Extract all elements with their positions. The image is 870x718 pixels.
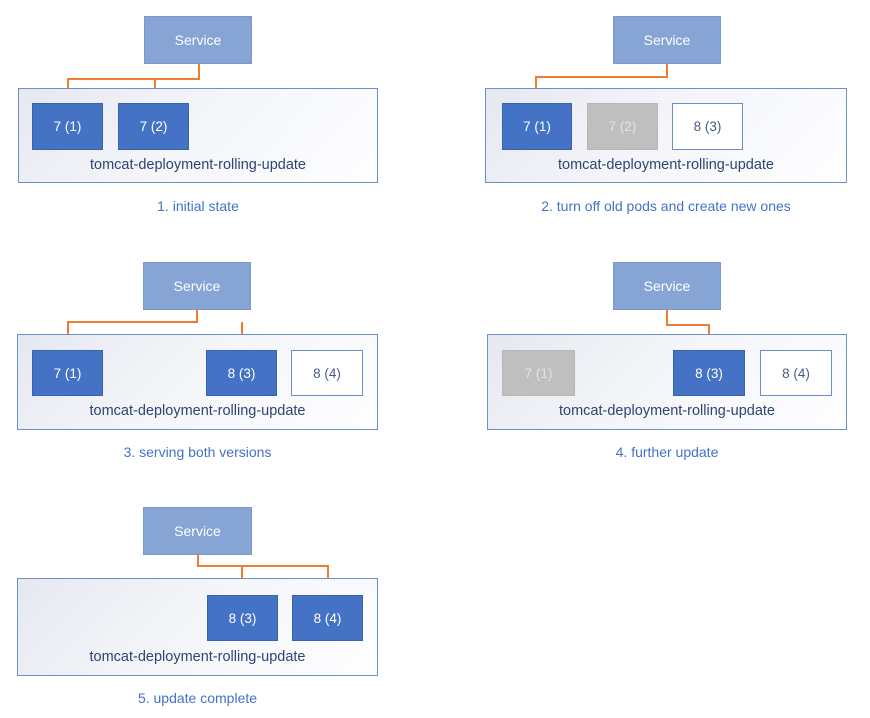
pod: 7 (1) [32, 350, 103, 396]
pod: 8 (4) [291, 350, 363, 396]
panel-caption: 1. initial state [157, 198, 239, 214]
pod: 8 (4) [760, 350, 832, 396]
panel-caption: 3. serving both versions [123, 444, 272, 460]
deployment-label: tomcat-deployment-rolling-update [90, 157, 306, 173]
pod: 7 (1) [502, 350, 575, 396]
pod: 7 (1) [32, 103, 103, 150]
deployment-label: tomcat-deployment-rolling-update [89, 403, 306, 419]
pod: 7 (2) [587, 103, 658, 150]
panel-caption: 2. turn off old pods and create new ones [541, 198, 791, 214]
deployment-label: tomcat-deployment-rolling-update [89, 649, 306, 665]
pod: 8 (3) [207, 595, 278, 641]
service-box: Service [143, 507, 252, 555]
panel-caption: 4. further update [615, 444, 719, 460]
pod: 8 (3) [673, 350, 745, 396]
deployment-label: tomcat-deployment-rolling-update [558, 157, 774, 173]
pod: 8 (3) [206, 350, 277, 396]
service-box: Service [143, 262, 251, 310]
service-box: Service [144, 16, 252, 64]
service-box: Service [613, 262, 721, 310]
pod: 7 (1) [502, 103, 572, 150]
service-box: Service [613, 16, 721, 64]
pod: 7 (2) [118, 103, 189, 150]
pod: 8 (4) [292, 595, 363, 641]
pod: 8 (3) [672, 103, 743, 150]
panel-caption: 5. update complete [137, 690, 258, 706]
deployment-label: tomcat-deployment-rolling-update [559, 403, 775, 419]
